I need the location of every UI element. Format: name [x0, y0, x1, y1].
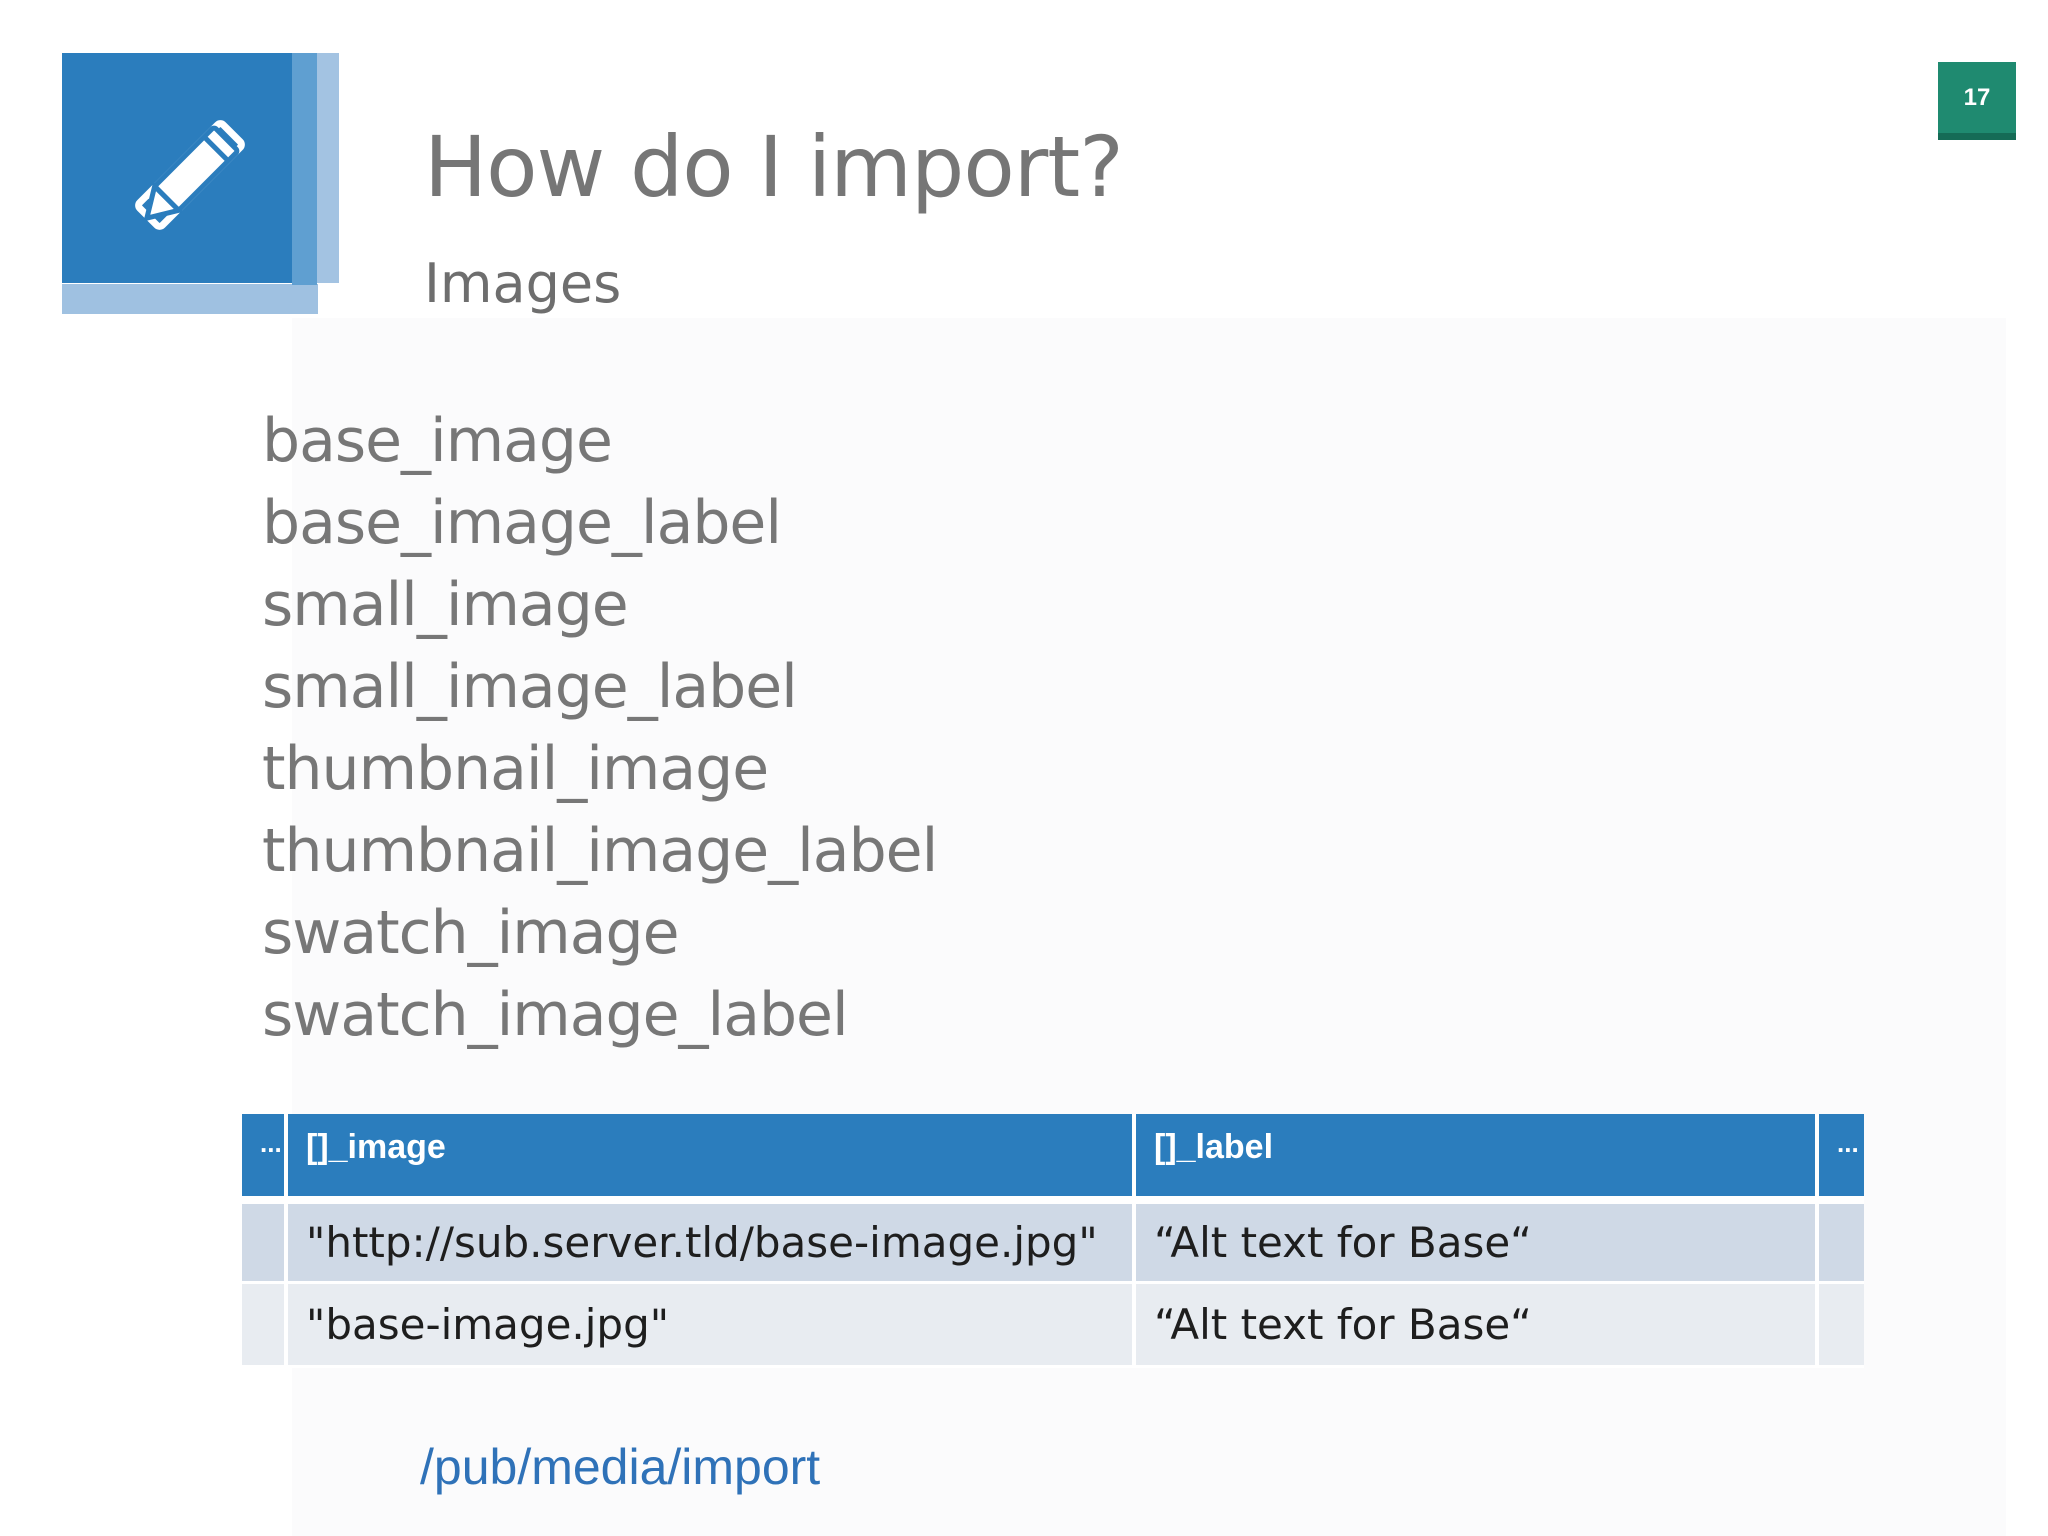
- table-cell: "http://sub.server.tld/base-image.jpg": [288, 1204, 1136, 1284]
- pencil-ruler-icon: [135, 120, 245, 230]
- table-cell: [1819, 1204, 1864, 1284]
- field-item: thumbnail_image: [262, 734, 769, 804]
- field-item: base_image_label: [262, 488, 782, 558]
- field-item: swatch_image: [262, 898, 680, 968]
- slide-title: How do I import?: [424, 118, 1124, 216]
- table-header-cell: ...: [1819, 1114, 1864, 1204]
- table-cell: [242, 1204, 288, 1284]
- table-cell: "base-image.jpg": [288, 1284, 1136, 1368]
- table-header-row: ... []_image []_label ...: [242, 1114, 1864, 1204]
- field-item: small_image: [262, 570, 629, 640]
- image-field-list: base_image base_image_label small_image …: [262, 400, 938, 1056]
- table-header-cell: []_image: [288, 1114, 1136, 1204]
- import-path-link[interactable]: /pub/media/import: [420, 1439, 821, 1495]
- table-cell: [1819, 1284, 1864, 1368]
- import-example-table: ... []_image []_label ... "http://sub.se…: [242, 1114, 1864, 1368]
- page-number-badge: 17: [1938, 62, 2016, 140]
- logo-shadow-mid: [292, 53, 317, 285]
- logo-shadow-bottom: [62, 284, 318, 314]
- table-row: "http://sub.server.tld/base-image.jpg" “…: [242, 1204, 1864, 1284]
- field-item: thumbnail_image_label: [262, 816, 938, 886]
- table-header-cell: ...: [242, 1114, 288, 1204]
- table-cell: “Alt text for Base“: [1136, 1204, 1819, 1284]
- slide-subtitle: Images: [424, 252, 622, 315]
- table-cell: “Alt text for Base“: [1136, 1284, 1819, 1368]
- table-row: "base-image.jpg" “Alt text for Base“: [242, 1284, 1864, 1368]
- field-item: swatch_image_label: [262, 980, 849, 1050]
- table-header-cell: []_label: [1136, 1114, 1819, 1204]
- field-item: base_image: [262, 406, 613, 476]
- field-item: small_image_label: [262, 652, 798, 722]
- table-cell: [242, 1284, 288, 1368]
